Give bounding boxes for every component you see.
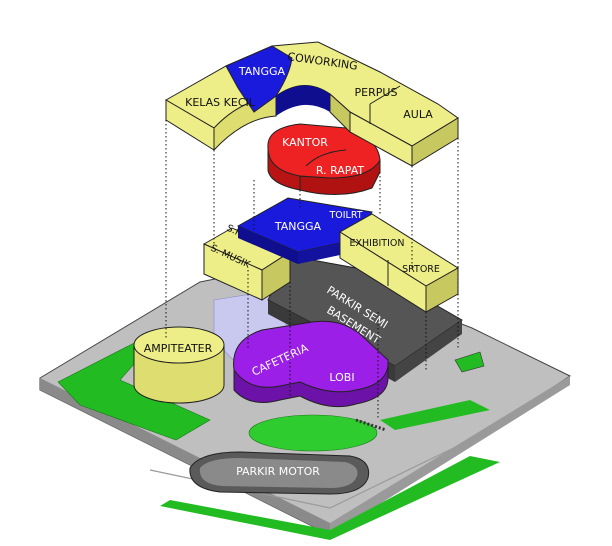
- cafeteria-lobi: CAFETERIA LOBI: [233, 320, 389, 408]
- lawn-right: [380, 400, 490, 430]
- store-label: SRTORE: [402, 264, 440, 275]
- aula-label: AULA: [403, 108, 433, 121]
- r-rapat-label: R. RAPAT: [316, 164, 365, 177]
- lobi-label: LOBI: [329, 371, 354, 384]
- tangga-mid: TANGGA TOILRT: [236, 197, 373, 264]
- crosswalk: [355, 418, 387, 432]
- lawn-bottom: [160, 456, 500, 540]
- kantor-rapat: KANTOR R. RAPAT: [267, 123, 381, 196]
- exhibition-label: EXHIBITION: [350, 238, 405, 249]
- kantor-label: KANTOR: [282, 136, 328, 149]
- exhibition-store: EXHIBITION SRTORE: [339, 213, 459, 313]
- parkir-motor-label: PARKIR MOTOR: [236, 465, 320, 478]
- lawn-oval: [248, 414, 378, 452]
- kelas-kecil-label: KELAS KECIL: [185, 96, 256, 109]
- tangga-mid-label: TANGGA: [274, 220, 322, 233]
- vertical-guides: [165, 120, 459, 420]
- top-floor-wing: TANGGA COWORKING KELAS KECIL PERPUS AULA: [164, 41, 459, 167]
- ampiteater: AMPITEATER: [133, 326, 225, 404]
- ampiteater-label: AMPITEATER: [144, 342, 213, 355]
- parkir-motor: PARKIR MOTOR: [189, 451, 370, 495]
- perpus-label: PERPUS: [355, 86, 398, 99]
- tangga-top-label: TANGGA: [238, 65, 286, 78]
- toilet-label: TOILRT: [328, 210, 362, 221]
